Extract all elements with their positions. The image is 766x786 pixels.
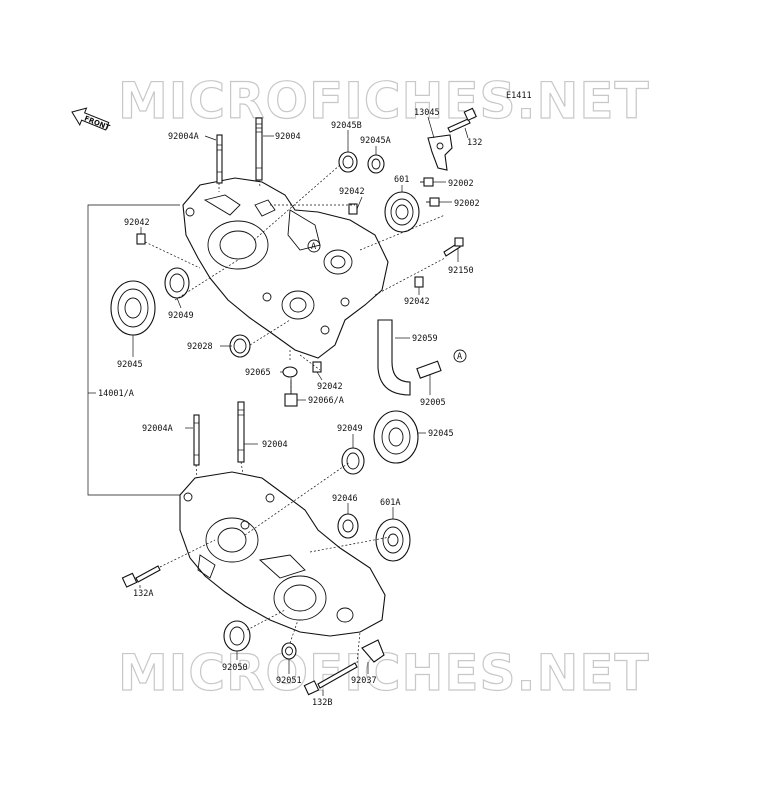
assembly-dashed-lines bbox=[144, 164, 446, 664]
front-label: FRONT bbox=[83, 114, 111, 132]
callout-92045-left: 92045 bbox=[117, 360, 143, 370]
callout-92004-bottom: 92004 bbox=[262, 440, 288, 450]
callout-92150: 92150 bbox=[448, 266, 474, 276]
callout-92045B: 92045B bbox=[331, 121, 362, 131]
fitting-92005 bbox=[416, 360, 442, 379]
callout-92002-a: 92002 bbox=[448, 179, 474, 189]
callout-92049-bottom: 92049 bbox=[337, 424, 363, 434]
callout-92004A-bottom: 92004A bbox=[142, 424, 173, 434]
plug-92002-b bbox=[426, 197, 440, 207]
stud-92004-top bbox=[255, 117, 263, 181]
stud-92004A-bottom bbox=[193, 414, 200, 466]
callout-13045: 13045 bbox=[414, 108, 440, 118]
callout-92049-top: 92049 bbox=[168, 311, 194, 321]
stud-92004A-top bbox=[216, 134, 223, 184]
bolt-92150 bbox=[443, 237, 464, 257]
callout-92004A-top: 92004A bbox=[168, 132, 199, 142]
watermark-bottom: MICROFICHES.NET bbox=[118, 644, 650, 702]
oil-seal-92045A bbox=[367, 154, 385, 174]
watermark-top: MICROFICHES.NET bbox=[118, 72, 650, 130]
bearing-601 bbox=[384, 191, 420, 233]
callout-92045A: 92045A bbox=[360, 136, 391, 146]
needle-bearing-92046 bbox=[337, 513, 359, 539]
svg-text:A: A bbox=[457, 352, 462, 362]
oil-seal-92045B bbox=[338, 151, 358, 173]
callout-92059: 92059 bbox=[412, 334, 438, 344]
oil-seal-92050 bbox=[223, 620, 251, 652]
clamp-92037 bbox=[361, 639, 385, 663]
hose-92059 bbox=[377, 319, 411, 396]
ref-circle-a-1: A bbox=[307, 239, 321, 253]
bearing-92045-left bbox=[110, 280, 156, 336]
ref-circle-a-2: A bbox=[453, 349, 467, 363]
callout-92051: 92051 bbox=[276, 676, 302, 686]
oil-seal-92051 bbox=[281, 642, 297, 660]
leader-lines bbox=[87, 116, 469, 696]
callout-92045-right: 92045 bbox=[428, 429, 454, 439]
callout-92002-b: 92002 bbox=[454, 199, 480, 209]
callout-132B: 132B bbox=[312, 698, 332, 708]
diagram-code: E1411 bbox=[506, 91, 532, 101]
callout-92042-a: 92042 bbox=[339, 187, 365, 197]
bearing-92045-right bbox=[373, 410, 419, 464]
washer-92065 bbox=[282, 366, 298, 378]
callout-132A: 132A bbox=[133, 589, 153, 599]
bracket-13045 bbox=[427, 134, 453, 171]
callout-92065: 92065 bbox=[245, 368, 271, 378]
callout-92042-c: 92042 bbox=[404, 297, 430, 307]
dowel-92042-b bbox=[136, 233, 146, 245]
dowel-92042-d bbox=[312, 361, 322, 373]
callout-92028: 92028 bbox=[187, 342, 213, 352]
callout-601: 601 bbox=[394, 175, 409, 185]
callout-132: 132 bbox=[467, 138, 482, 148]
callout-92037: 92037 bbox=[351, 676, 377, 686]
callout-92004-top: 92004 bbox=[275, 132, 301, 142]
callout-92066A: 92066/A bbox=[308, 396, 344, 406]
upper-crankcase-half bbox=[182, 177, 389, 359]
lower-crankcase-half bbox=[179, 471, 386, 637]
callout-92042-b: 92042 bbox=[124, 218, 150, 228]
bolt-132A bbox=[121, 565, 161, 588]
stud-92004-bottom bbox=[237, 401, 245, 463]
oil-seal-92049-bottom bbox=[341, 447, 365, 475]
callout-92050: 92050 bbox=[222, 663, 248, 673]
dowel-92042-a bbox=[348, 203, 358, 215]
callout-14001A: 14001/A bbox=[98, 389, 134, 399]
callout-92005: 92005 bbox=[420, 398, 446, 408]
plug-92002-a bbox=[420, 177, 434, 187]
bolt-132B bbox=[303, 662, 358, 696]
front-arrow-icon: FRONT bbox=[71, 107, 111, 132]
collar-92028 bbox=[229, 334, 251, 358]
svg-text:A: A bbox=[311, 242, 316, 252]
bolt-132 bbox=[447, 107, 477, 133]
callout-601A: 601A bbox=[380, 498, 400, 508]
callout-labels: 92004A 92004 92045B 92045A 13045 132 920… bbox=[98, 108, 482, 708]
bearing-601A bbox=[375, 518, 411, 562]
dowel-92042-c bbox=[414, 276, 424, 288]
callout-92042-d: 92042 bbox=[317, 382, 343, 392]
callout-92046: 92046 bbox=[332, 494, 358, 504]
